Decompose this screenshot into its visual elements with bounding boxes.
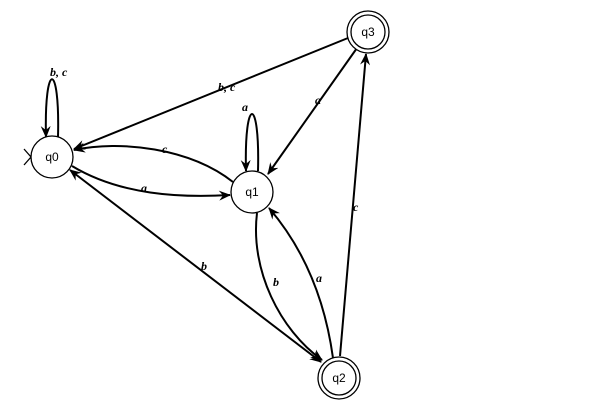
- edge-q2-q1[interactable]: [268, 207, 334, 359]
- state-label: q2: [332, 371, 346, 385]
- initial-state-marker: [23, 148, 32, 166]
- state-q0[interactable]: q0: [30, 135, 74, 179]
- edge-label-q1-q0: c: [162, 142, 168, 156]
- edge-q1-q1[interactable]: [240, 113, 260, 172]
- state-q2-accepting[interactable]: q2: [317, 356, 361, 400]
- state-label: q3: [361, 25, 375, 39]
- edge-q0-q1[interactable]: [71, 165, 231, 201]
- edge-q3-q1[interactable]: [267, 47, 358, 175]
- edge-q3-q0[interactable]: [73, 37, 349, 150]
- edge-label-q1-q1: a: [242, 100, 248, 114]
- edge-q0-q2[interactable]: [69, 169, 322, 363]
- state-q1[interactable]: q1: [230, 170, 274, 214]
- edge-label-q2-q3: c: [353, 200, 359, 214]
- edge-q1-q0[interactable]: [73, 142, 234, 183]
- edge-label-q1-q2: b: [273, 275, 279, 289]
- edge-q0-q0[interactable]: [40, 78, 60, 138]
- edge-q2-q3[interactable]: [339, 53, 371, 357]
- edge-label-q0-q2: b: [201, 259, 207, 273]
- edge-label-q0-q1: a: [141, 181, 147, 195]
- state-label: q1: [245, 185, 259, 199]
- edge-q1-q2[interactable]: [255, 212, 323, 361]
- state-label: q0: [45, 150, 59, 164]
- state-q3-accepting[interactable]: q3: [346, 10, 390, 54]
- edge-label-q0-q0: b, c: [50, 65, 68, 79]
- edge-label-q3-q0: b, c: [218, 80, 236, 94]
- edge-label-q3-q1: a: [315, 93, 321, 107]
- edge-label-q2-q1: a: [316, 271, 322, 285]
